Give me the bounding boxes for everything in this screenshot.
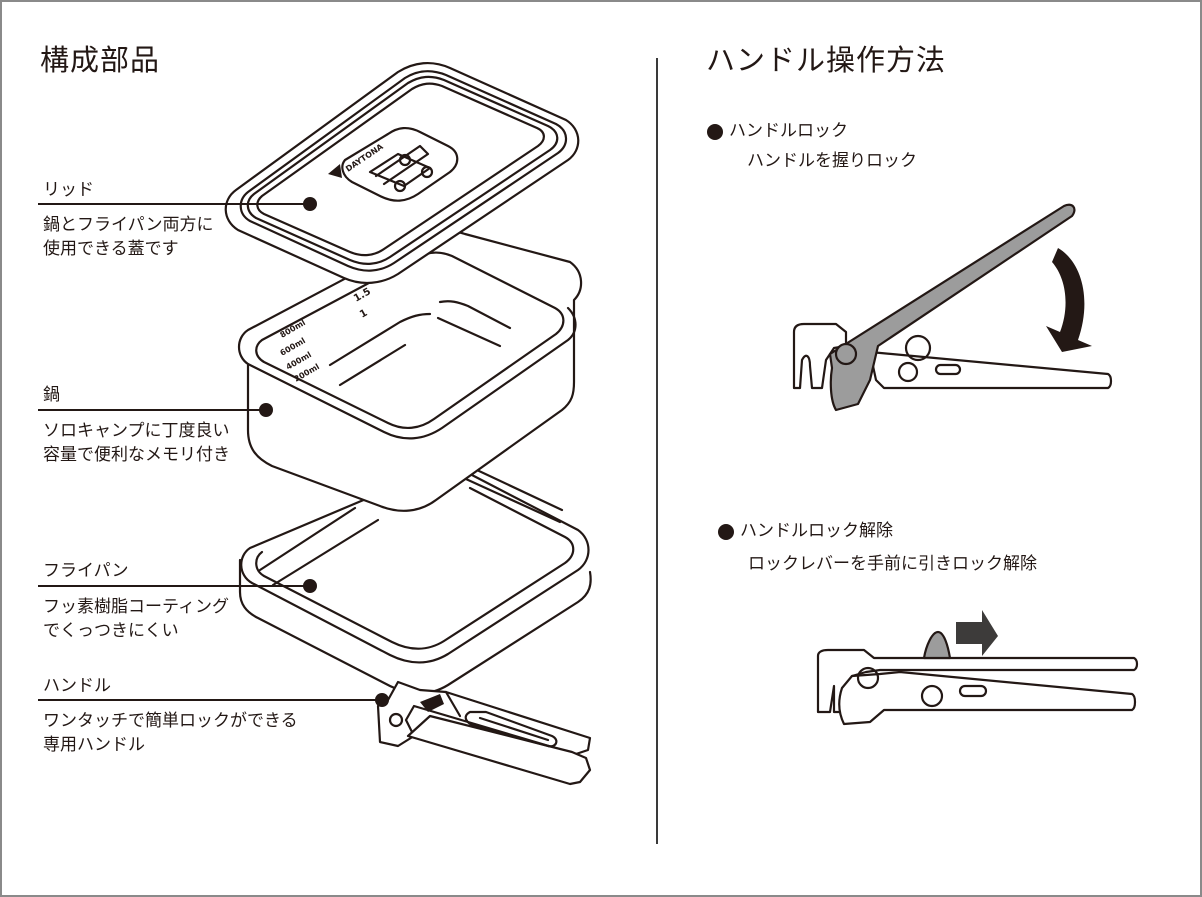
- step-heading-lock: ハンドルロック: [707, 123, 848, 140]
- leader-line-pan: [38, 585, 310, 587]
- leader-line-handle: [38, 699, 382, 701]
- section-divider: [656, 58, 658, 844]
- part-desc-handle: ワンタッチで簡単ロックができる 専用ハンドル: [43, 711, 298, 755]
- part-label-pot: 鍋: [43, 385, 60, 405]
- step-heading-lock-text: ハンドルロック: [729, 121, 848, 141]
- part-desc-lid: 鍋とフライパン両方に 使用できる蓋です: [43, 215, 214, 259]
- part-desc-pot: ソロキャンプに丁度良い 容量で便利なメモリ付き: [43, 421, 230, 465]
- leader-dot-handle: [375, 693, 389, 707]
- leader-line-lid: [38, 203, 310, 205]
- part-desc-pan: フッ素樹脂コーティング でくっつきにくい: [43, 597, 229, 641]
- part-label-handle: ハンドル: [43, 676, 111, 696]
- step-desc-lock: ハンドルを握りロック: [747, 151, 917, 171]
- lid-illustration: DAYTONA: [224, 62, 580, 284]
- step-heading-unlock-text: ハンドルロック解除: [740, 521, 893, 541]
- leader-line-pot: [38, 409, 266, 411]
- step-desc-unlock: ロックレバーを手前に引きロック解除: [748, 554, 1037, 574]
- leader-dot-pan: [303, 579, 317, 593]
- part-label-lid: リッド: [43, 180, 94, 200]
- right-section-title: ハンドル操作方法: [706, 43, 947, 77]
- handle-lock-illustration: [792, 203, 1113, 412]
- leader-dot-pot: [259, 403, 273, 417]
- bullet-icon: [718, 523, 734, 540]
- handle-illustration: [376, 680, 592, 786]
- pot-illustration: 1.5 1 800ml 600ml 400ml 200ml: [237, 230, 583, 512]
- scale-mark-1: 1: [358, 308, 370, 321]
- part-label-pan: フライパン: [43, 561, 129, 581]
- bullet-icon: [707, 123, 723, 140]
- left-section-title: 構成部品: [40, 43, 161, 77]
- step-heading-unlock: ハンドルロック解除: [718, 523, 893, 540]
- leader-dot-lid: [303, 197, 317, 211]
- handle-unlock-illustration: [816, 610, 1139, 726]
